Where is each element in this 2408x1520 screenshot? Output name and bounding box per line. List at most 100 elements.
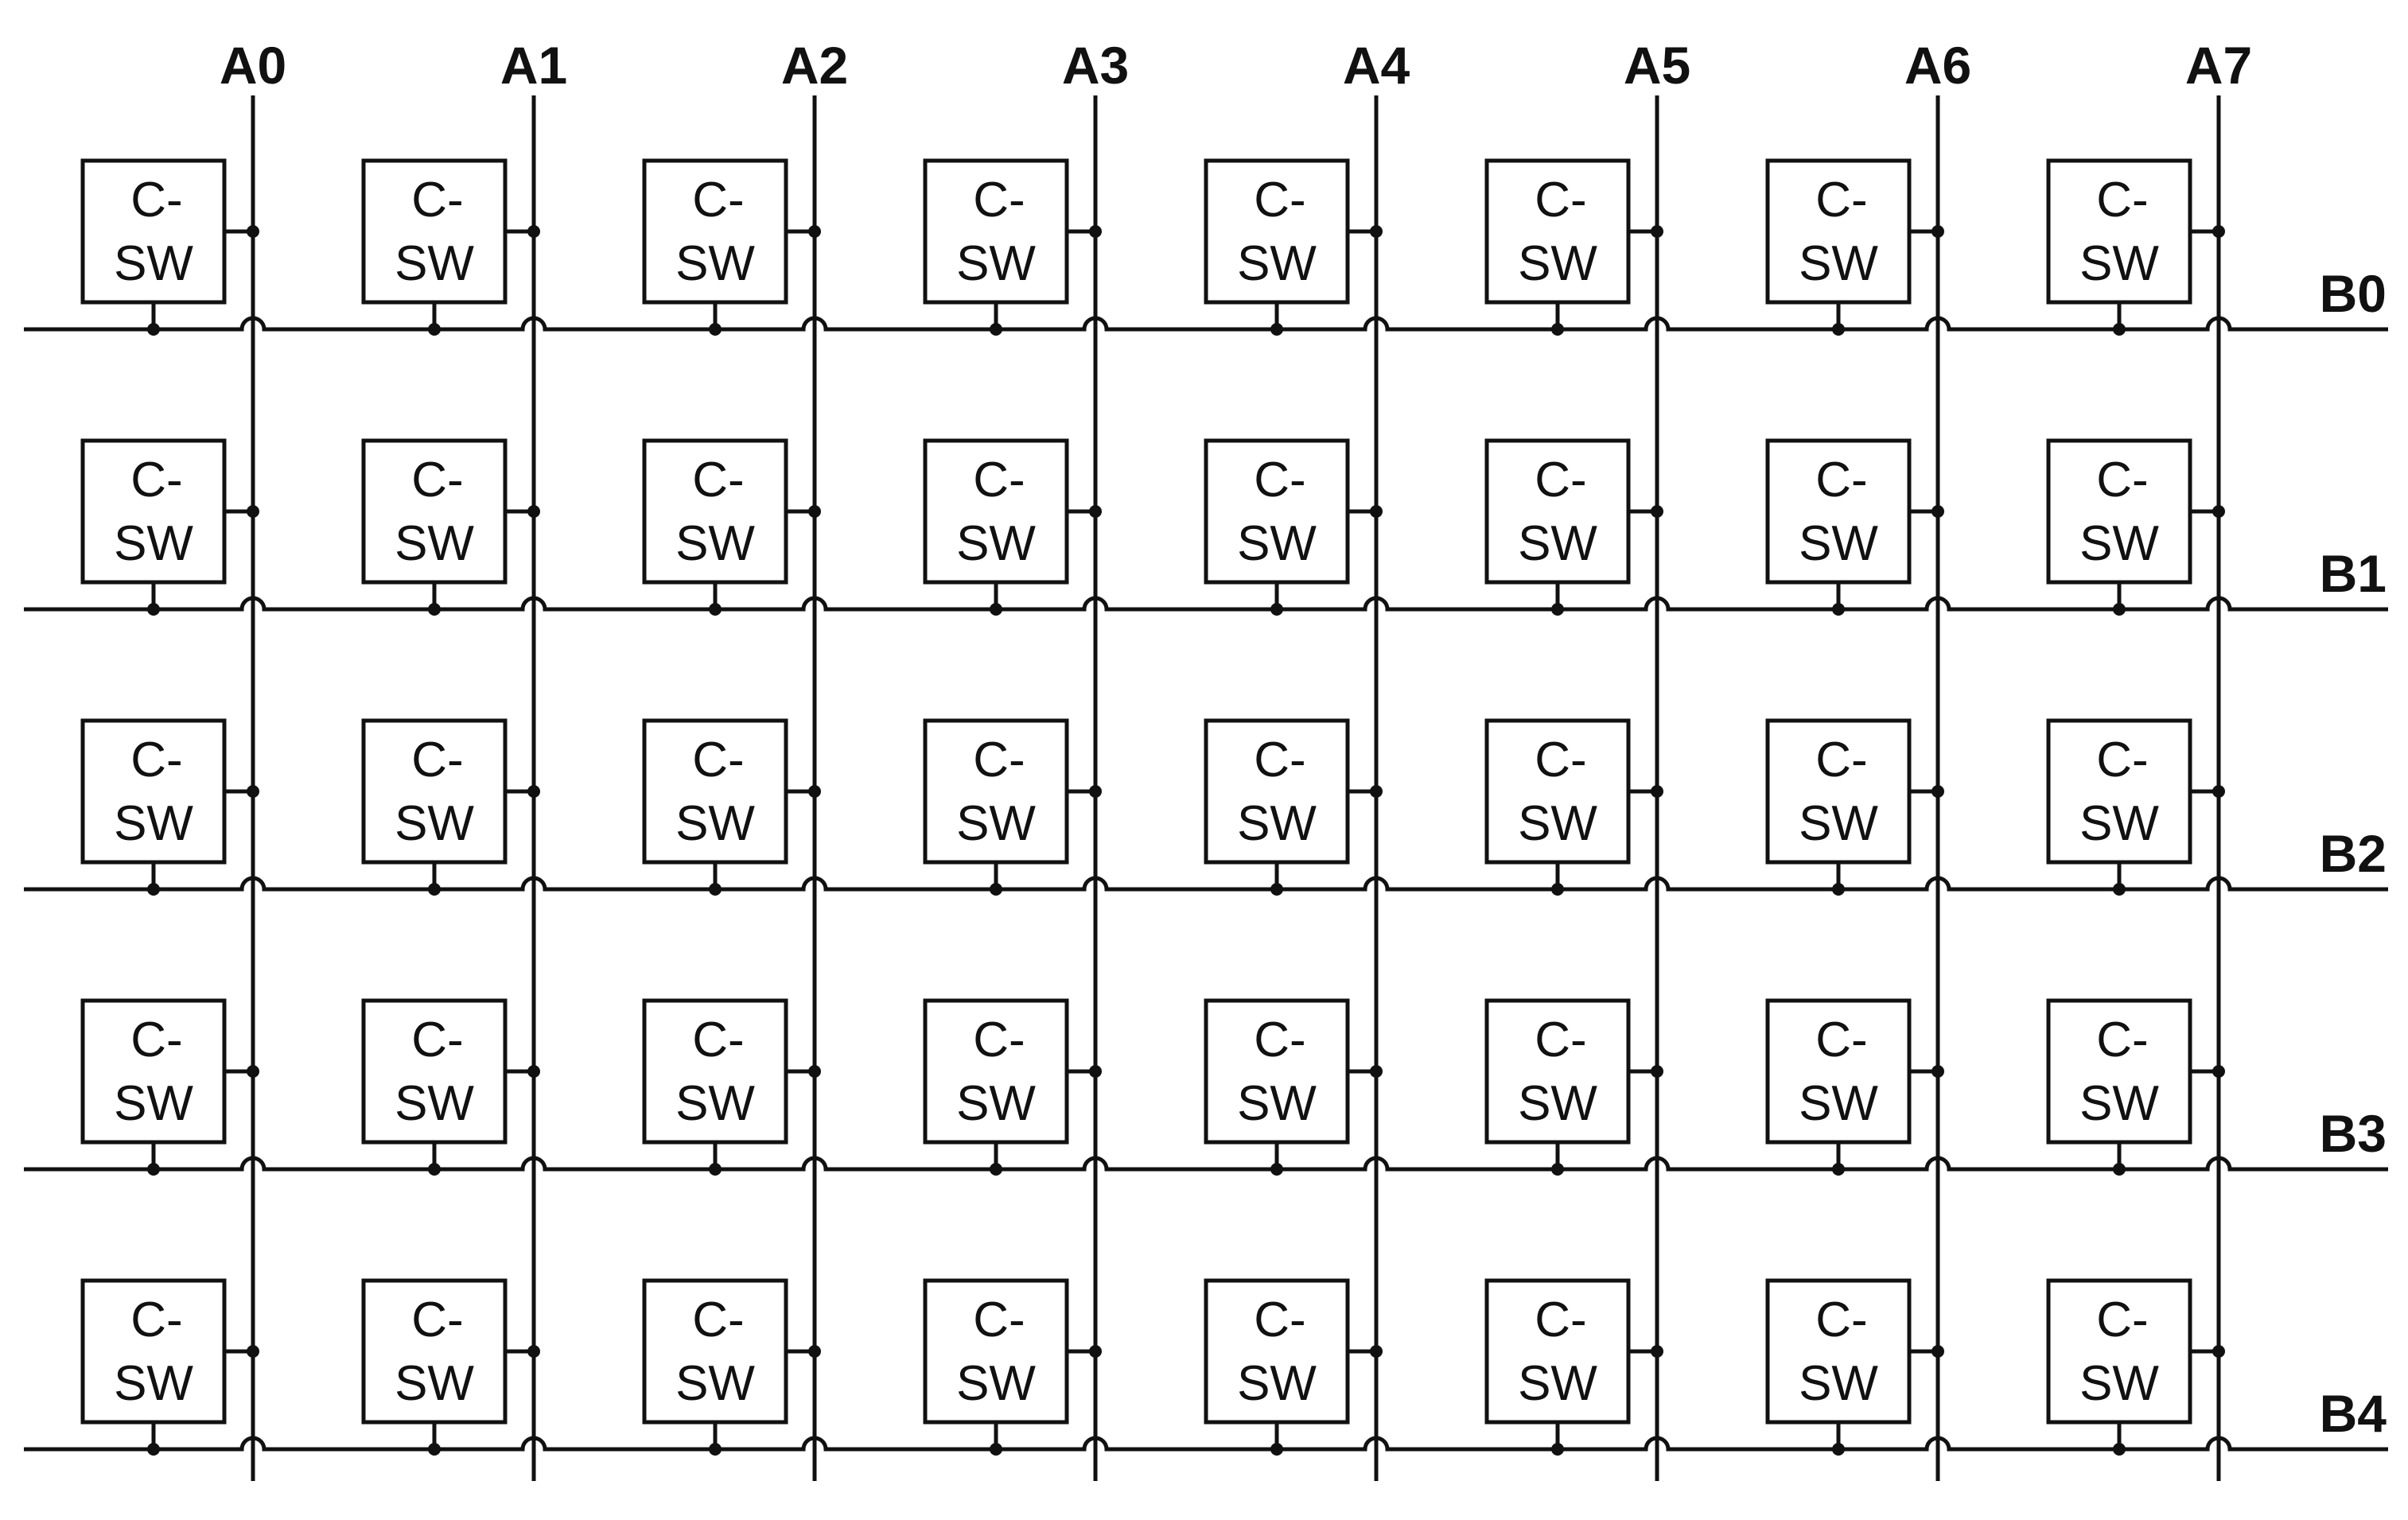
junction-dot: [1270, 323, 1283, 336]
c-sw-label-line1: C-: [1535, 1013, 1586, 1067]
junction-dot: [1551, 883, 1564, 896]
row-label: B2: [2320, 824, 2387, 883]
c-sw-label-line1: C-: [411, 173, 463, 227]
c-sw-label-line1: C-: [411, 453, 463, 507]
c-sw-label-line2: SW: [114, 796, 193, 851]
c-sw-label-line2: SW: [2079, 236, 2159, 291]
junction-dot: [808, 1345, 821, 1358]
junction-dot: [709, 603, 722, 616]
junction-dot: [709, 883, 722, 896]
junction-dot: [147, 1443, 160, 1456]
c-sw-label-line2: SW: [1518, 796, 1597, 851]
junction-dot: [1651, 1065, 1663, 1078]
junction-dot: [709, 1443, 722, 1456]
junction-dot: [1270, 1163, 1283, 1176]
junction-dot: [1551, 1163, 1564, 1176]
c-sw-label-line1: C-: [2096, 733, 2148, 787]
c-sw-label-line2: SW: [395, 796, 474, 851]
c-sw-label-line2: SW: [1237, 236, 1317, 291]
junction-dot: [1089, 225, 1102, 238]
junction-dot: [1832, 1443, 1845, 1456]
c-sw-label-line2: SW: [675, 1356, 755, 1411]
junction-dot: [2113, 1443, 2126, 1456]
c-sw-label-line2: SW: [1237, 1356, 1317, 1411]
c-sw-label-line1: C-: [692, 733, 744, 787]
junction-dot: [1551, 323, 1564, 336]
c-sw-label-line1: C-: [973, 733, 1025, 787]
junction-dot: [147, 1163, 160, 1176]
c-sw-label-line1: C-: [1254, 173, 1305, 227]
junction-dot: [1651, 1345, 1663, 1358]
c-sw-label-line2: SW: [395, 1356, 474, 1411]
junction-dot: [1089, 1065, 1102, 1078]
junction-dot: [2212, 225, 2225, 238]
junction-dot: [1370, 225, 1383, 238]
junction-dot: [990, 323, 1002, 336]
c-sw-label-line2: SW: [675, 236, 755, 291]
junction-dot: [808, 785, 821, 798]
c-sw-label-line1: C-: [411, 1293, 463, 1347]
junction-dot: [527, 1345, 540, 1358]
junction-dot: [1931, 1065, 1944, 1078]
junction-dot: [1931, 505, 1944, 518]
junction-dot: [990, 1443, 1002, 1456]
junction-dot: [1651, 225, 1663, 238]
c-sw-label-line1: C-: [2096, 1293, 2148, 1347]
row-label: B0: [2320, 264, 2387, 323]
junction-dot: [709, 1163, 722, 1176]
junction-dot: [2212, 785, 2225, 798]
column-label: A5: [1624, 36, 1690, 95]
junction-dot: [247, 785, 259, 798]
c-sw-label-line2: SW: [1518, 516, 1597, 571]
junction-dot: [1832, 323, 1845, 336]
c-sw-label-line1: C-: [1254, 1293, 1305, 1347]
c-sw-label-line1: C-: [1254, 1013, 1305, 1067]
c-sw-label-line2: SW: [1518, 1356, 1597, 1411]
junction-dot: [428, 323, 441, 336]
junction-dot: [2212, 505, 2225, 518]
c-sw-label-line2: SW: [1799, 516, 1878, 571]
junction-dot: [428, 1443, 441, 1456]
c-sw-label-line1: C-: [1535, 173, 1586, 227]
c-sw-label-line2: SW: [1237, 796, 1317, 851]
row-line-b0: [24, 316, 2388, 332]
c-sw-label-line1: C-: [2096, 453, 2148, 507]
junction-dot: [1089, 785, 1102, 798]
c-sw-label-line2: SW: [2079, 1356, 2159, 1411]
junction-dot: [1931, 785, 1944, 798]
c-sw-label-line1: C-: [130, 173, 182, 227]
junction-dot: [527, 505, 540, 518]
c-sw-label-line1: C-: [2096, 173, 2148, 227]
junction-dot: [247, 225, 259, 238]
junction-dot: [527, 225, 540, 238]
column-label: A3: [1062, 36, 1129, 95]
junction-dot: [990, 1163, 1002, 1176]
c-sw-label-line2: SW: [114, 236, 193, 291]
c-sw-label-line1: C-: [692, 1013, 744, 1067]
column-label: A2: [781, 36, 848, 95]
c-sw-label-line1: C-: [1254, 453, 1305, 507]
row-label: B1: [2320, 544, 2387, 603]
junction-dot: [2113, 323, 2126, 336]
c-sw-label-line2: SW: [956, 1076, 1036, 1131]
c-sw-label-line2: SW: [956, 796, 1036, 851]
c-sw-label-line2: SW: [675, 1076, 755, 1131]
junction-dot: [428, 1163, 441, 1176]
junction-dot: [247, 1065, 259, 1078]
junction-dot: [990, 883, 1002, 896]
junction-dot: [428, 883, 441, 896]
junction-dot: [1370, 785, 1383, 798]
junction-dot: [1832, 883, 1845, 896]
c-sw-label-line1: C-: [130, 1013, 182, 1067]
junction-dot: [247, 1345, 259, 1358]
c-sw-label-line2: SW: [395, 1076, 474, 1131]
c-sw-label-line1: C-: [973, 1293, 1025, 1347]
c-sw-label-line2: SW: [1799, 1356, 1878, 1411]
column-label: A1: [500, 36, 567, 95]
c-sw-label-line1: C-: [411, 1013, 463, 1067]
junction-dot: [1270, 883, 1283, 896]
c-sw-label-line2: SW: [956, 236, 1036, 291]
junction-dot: [247, 505, 259, 518]
junction-dot: [709, 323, 722, 336]
